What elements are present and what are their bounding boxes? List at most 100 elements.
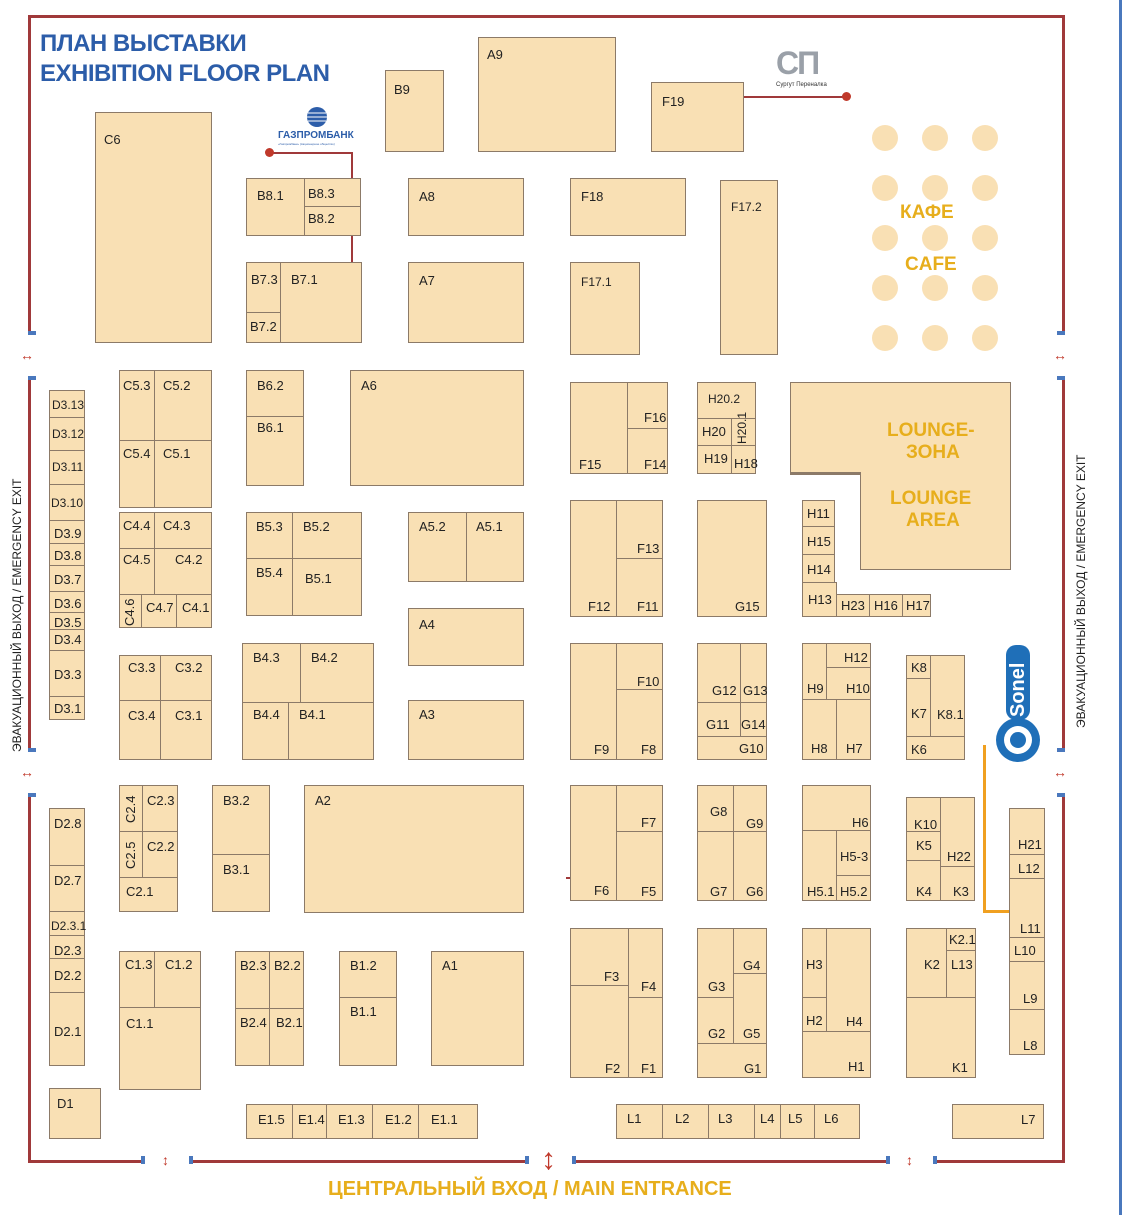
stand-C2-3[interactable]: C2.3 xyxy=(142,785,178,832)
stand-K3[interactable]: K3 xyxy=(940,866,975,901)
stand-H10[interactable]: H10 xyxy=(826,667,871,700)
stand-B5-3[interactable]: B5.3 xyxy=(246,512,293,559)
stand-F11[interactable]: F11 xyxy=(616,558,663,617)
stand-D3-4[interactable]: D3.4 xyxy=(49,629,85,651)
stand-H7[interactable]: H7 xyxy=(836,699,871,760)
stand-C4-1[interactable]: C4.1 xyxy=(176,594,212,628)
stand-G5[interactable]: G5 xyxy=(733,973,767,1044)
stand-C2-1[interactable]: C2.1 xyxy=(119,877,178,912)
stand-K6[interactable]: K6 xyxy=(906,736,965,760)
stand-H5-1[interactable]: H5.1 xyxy=(802,830,837,901)
stand-B2-1[interactable]: B2.1 xyxy=(269,1008,304,1066)
stand-G9[interactable]: G9 xyxy=(733,785,767,832)
stand-C6[interactable]: C6 xyxy=(95,112,212,343)
stand-F19[interactable]: F19 xyxy=(651,82,744,152)
stand-G10[interactable]: G10 xyxy=(697,736,767,760)
stand-F6[interactable]: F6 xyxy=(570,785,617,901)
stand-B7-3[interactable]: B7.3 xyxy=(246,262,281,313)
stand-C5-1[interactable]: C5.1 xyxy=(154,440,212,508)
stand-H9[interactable]: H9 xyxy=(802,643,827,700)
stand-C1-1[interactable]: C1.1 xyxy=(119,1007,201,1090)
stand-L2[interactable]: L2 xyxy=(662,1104,709,1139)
stand-C4-4[interactable]: C4.4 xyxy=(119,512,155,549)
stand-B8-2[interactable]: B8.2 xyxy=(304,206,361,236)
stand-C2-5[interactable]: C2.5 xyxy=(119,831,143,878)
stand-F1[interactable]: F1 xyxy=(628,997,663,1078)
stand-H12[interactable]: H12 xyxy=(826,643,871,668)
stand-C3-1[interactable]: C3.1 xyxy=(160,700,212,760)
stand-A5-2[interactable]: A5.2 xyxy=(408,512,467,582)
stand-G15[interactable]: G15 xyxy=(697,500,767,617)
stand-D2-3[interactable]: D2.3 xyxy=(49,935,85,959)
stand-F2[interactable]: F2 xyxy=(570,985,629,1078)
stand-A2[interactable]: A2 xyxy=(304,785,524,913)
stand-H3[interactable]: H3 xyxy=(802,928,827,998)
stand-L9[interactable]: L9 xyxy=(1009,961,1045,1010)
stand-A6[interactable]: A6 xyxy=(350,370,524,486)
stand-C4-2[interactable]: C4.2 xyxy=(154,548,212,595)
stand-H17[interactable]: H17 xyxy=(902,594,931,617)
stand-B1-1[interactable]: B1.1 xyxy=(339,997,397,1066)
stand-F8[interactable]: F8 xyxy=(616,689,663,760)
stand-D3-9[interactable]: D3.9 xyxy=(49,520,85,544)
stand-C5-2[interactable]: C5.2 xyxy=(154,370,212,441)
stand-F10[interactable]: F10 xyxy=(616,643,663,690)
stand-C5-4[interactable]: C5.4 xyxy=(119,440,155,508)
stand-A9[interactable]: A9 xyxy=(478,37,616,152)
stand-G3[interactable]: G3 xyxy=(697,928,734,998)
stand-B6-1[interactable]: B6.1 xyxy=(246,416,304,486)
stand-H16[interactable]: H16 xyxy=(869,594,903,617)
stand-D3-8[interactable]: D3.8 xyxy=(49,543,85,566)
stand-K5[interactable]: K5 xyxy=(906,831,941,861)
stand-B3-2[interactable]: B3.2 xyxy=(212,785,270,855)
stand-C4-5[interactable]: C4.5 xyxy=(119,548,155,595)
stand-F17-2[interactable]: F17.2 xyxy=(720,180,778,355)
stand-H23[interactable]: H23 xyxy=(836,594,870,617)
stand-F3[interactable]: F3 xyxy=(570,928,629,986)
stand-G7[interactable]: G7 xyxy=(697,831,734,901)
stand-E1-5[interactable]: E1.5 xyxy=(246,1104,293,1139)
stand-B7-2[interactable]: B7.2 xyxy=(246,312,281,343)
stand-B1-2[interactable]: B1.2 xyxy=(339,951,397,998)
stand-K2-1[interactable]: K2.1 xyxy=(946,928,976,951)
stand-F5[interactable]: F5 xyxy=(616,831,663,901)
stand-H6[interactable]: H6 xyxy=(802,785,871,831)
stand-H20-2[interactable]: H20.2 xyxy=(697,382,756,419)
stand-H5-2[interactable]: H5.2 xyxy=(836,875,871,901)
stand-L10[interactable]: L10 xyxy=(1009,937,1045,962)
stand-C1-3[interactable]: C1.3 xyxy=(119,951,155,1008)
stand-D3-10[interactable]: D3.10 xyxy=(49,484,85,521)
stand-D3-1[interactable]: D3.1 xyxy=(49,696,85,720)
stand-H21[interactable]: H21 xyxy=(1009,808,1045,855)
stand-L8[interactable]: L8 xyxy=(1009,1009,1045,1055)
stand-D2-3-1[interactable]: D2.3.1 xyxy=(49,911,86,936)
stand-L11[interactable]: L11 xyxy=(1009,878,1045,938)
stand-D3-13[interactable]: D3.13 xyxy=(49,390,85,418)
stand-H14[interactable]: H14 xyxy=(802,554,835,583)
stand-F14[interactable]: F14 xyxy=(627,428,668,474)
stand-H5-3[interactable]: H5-3 xyxy=(836,830,871,876)
stand-L4[interactable]: L4 xyxy=(754,1104,781,1139)
stand-L7[interactable]: L7 xyxy=(952,1104,1044,1139)
stand-A1[interactable]: A1 xyxy=(431,951,524,1066)
stand-L6[interactable]: L6 xyxy=(814,1104,860,1139)
stand-D3-7[interactable]: D3.7 xyxy=(49,565,85,592)
stand-C1-2[interactable]: C1.2 xyxy=(154,951,201,1008)
stand-G2[interactable]: G2 xyxy=(697,997,734,1044)
stand-L5[interactable]: L5 xyxy=(780,1104,815,1139)
stand-B3-1[interactable]: B3.1 xyxy=(212,854,270,912)
stand-B2-2[interactable]: B2.2 xyxy=(269,951,304,1009)
stand-D2-7[interactable]: D2.7 xyxy=(49,865,85,912)
stand-H2[interactable]: H2 xyxy=(802,997,827,1032)
stand-D3-12[interactable]: D3.12 xyxy=(49,417,85,451)
stand-B4-4[interactable]: B4.4 xyxy=(242,702,289,760)
stand-G1[interactable]: G1 xyxy=(697,1043,767,1078)
stand-D3-3[interactable]: D3.3 xyxy=(49,650,85,697)
stand-D3-11[interactable]: D3.11 xyxy=(49,450,85,485)
stand-B5-1[interactable]: B5.1 xyxy=(292,558,362,616)
stand-F15[interactable]: F15 xyxy=(570,382,628,474)
stand-K4[interactable]: K4 xyxy=(906,860,941,901)
stand-F7[interactable]: F7 xyxy=(616,785,663,832)
stand-A4[interactable]: A4 xyxy=(408,608,524,666)
stand-D2-1[interactable]: D2.1 xyxy=(49,992,85,1066)
